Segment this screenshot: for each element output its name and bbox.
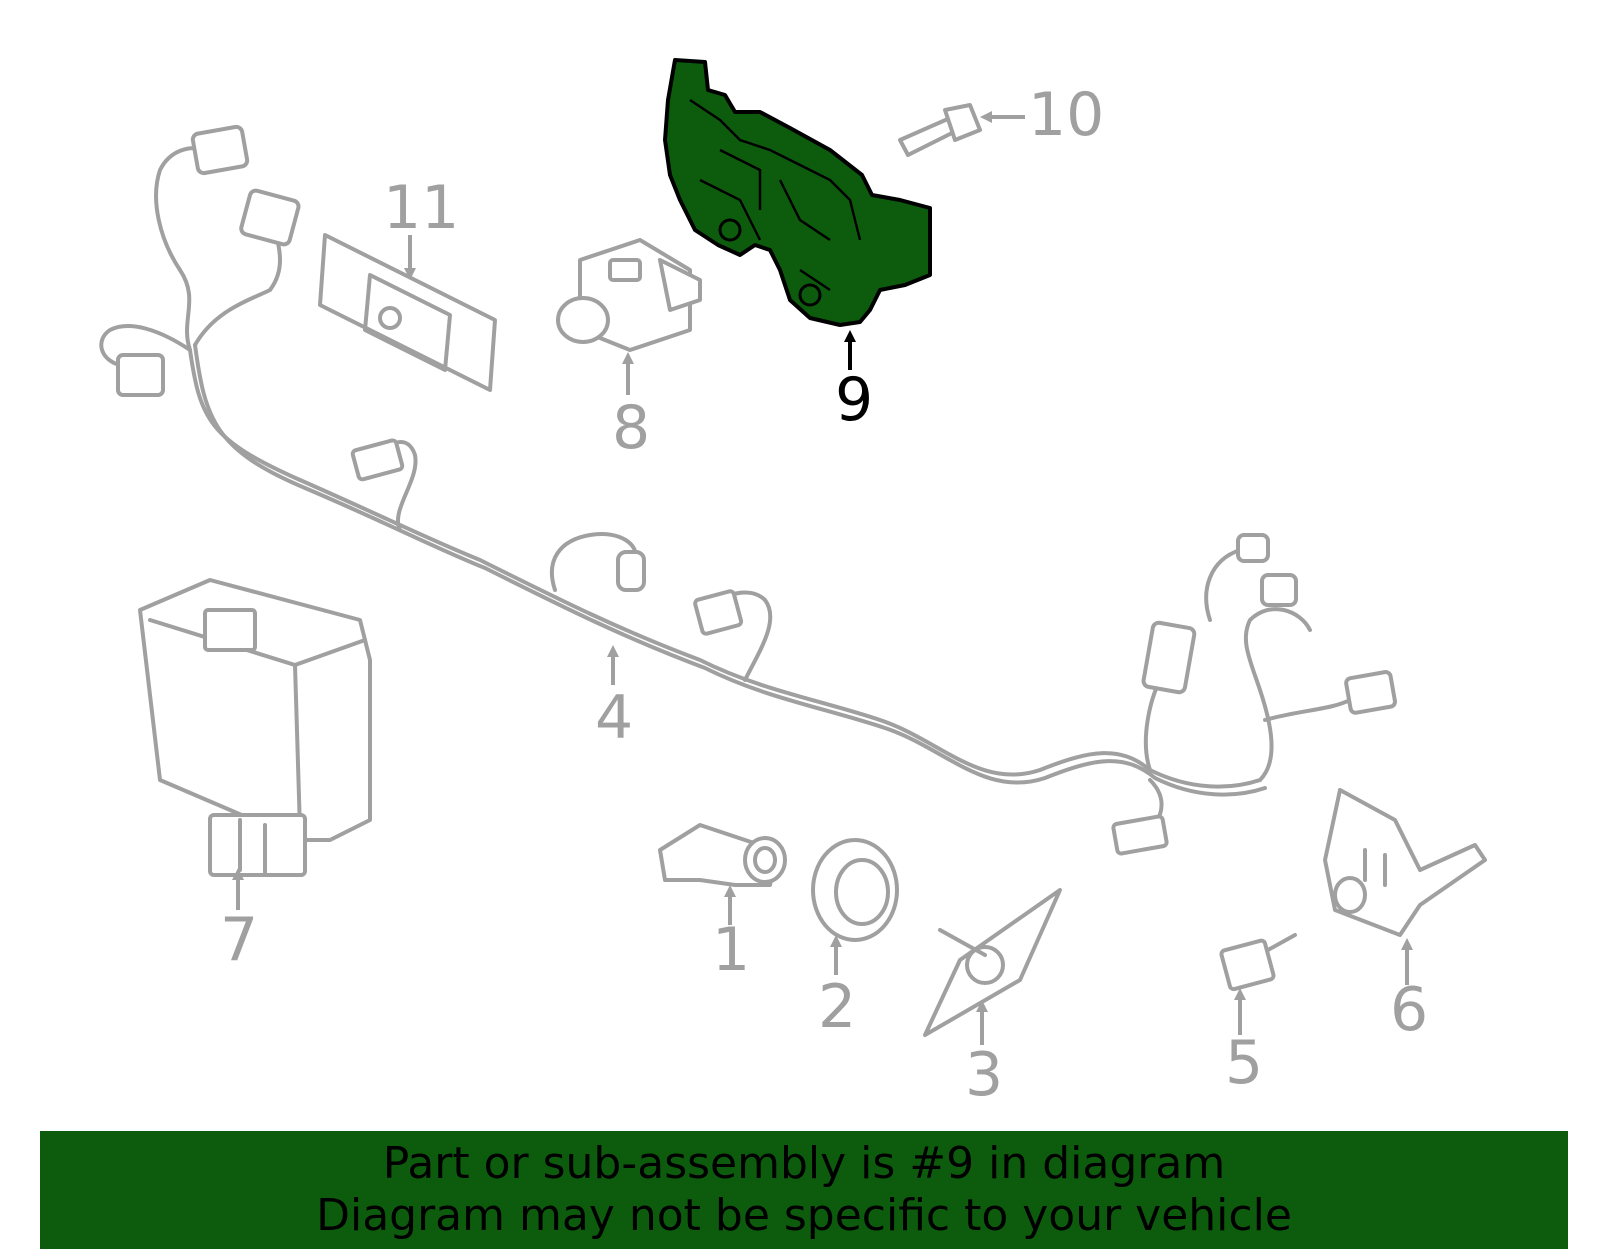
license-lamp-part: [318, 233, 497, 392]
info-banner: Part or sub-assembly is #9 in diagram Di…: [40, 1131, 1568, 1249]
callout-1: 1: [712, 885, 750, 985]
callout-3: 3: [965, 1000, 1003, 1110]
callout-4: 4: [595, 645, 633, 753]
callout-5: 5: [1225, 988, 1263, 1098]
svg-text:3: 3: [965, 1040, 1003, 1110]
mounting-bracket-part: [1323, 788, 1487, 937]
highlighted-bracket-part-9: [663, 58, 932, 327]
callout-2: 2: [818, 935, 856, 1042]
svg-text:6: 6: [1390, 975, 1428, 1045]
svg-text:9: 9: [835, 365, 873, 435]
bolt-part: [898, 103, 982, 157]
grommet-part: [811, 838, 899, 942]
small-sensor-part: [1219, 933, 1297, 992]
svg-text:11: 11: [383, 173, 459, 243]
svg-text:4: 4: [595, 683, 633, 753]
callout-6: 6: [1390, 938, 1428, 1045]
svg-text:2: 2: [818, 972, 856, 1042]
svg-text:1: 1: [712, 915, 750, 985]
callout-11: 11: [383, 173, 459, 280]
callout-9: 9: [835, 330, 873, 435]
svg-text:5: 5: [1225, 1028, 1263, 1098]
sensor-bracket-part: [923, 888, 1062, 1037]
svg-text:8: 8: [612, 393, 650, 463]
banner-line-part-info: Part or sub-assembly is #9 in diagram: [382, 1138, 1226, 1189]
callout-7: 7: [220, 868, 258, 975]
camera-part: [556, 238, 702, 352]
wiring-harness-part: [99, 124, 1397, 856]
sensor-part: [658, 823, 787, 887]
svg-text:10: 10: [1028, 80, 1104, 150]
banner-line-disclaimer: Diagram may not be specific to your vehi…: [316, 1190, 1292, 1241]
callouts: 1 2 3 4 5 6 7: [220, 80, 1428, 1110]
control-module-part: [138, 578, 372, 877]
callout-10: 10: [980, 80, 1104, 150]
svg-text:7: 7: [220, 905, 258, 975]
callout-8: 8: [612, 352, 650, 463]
